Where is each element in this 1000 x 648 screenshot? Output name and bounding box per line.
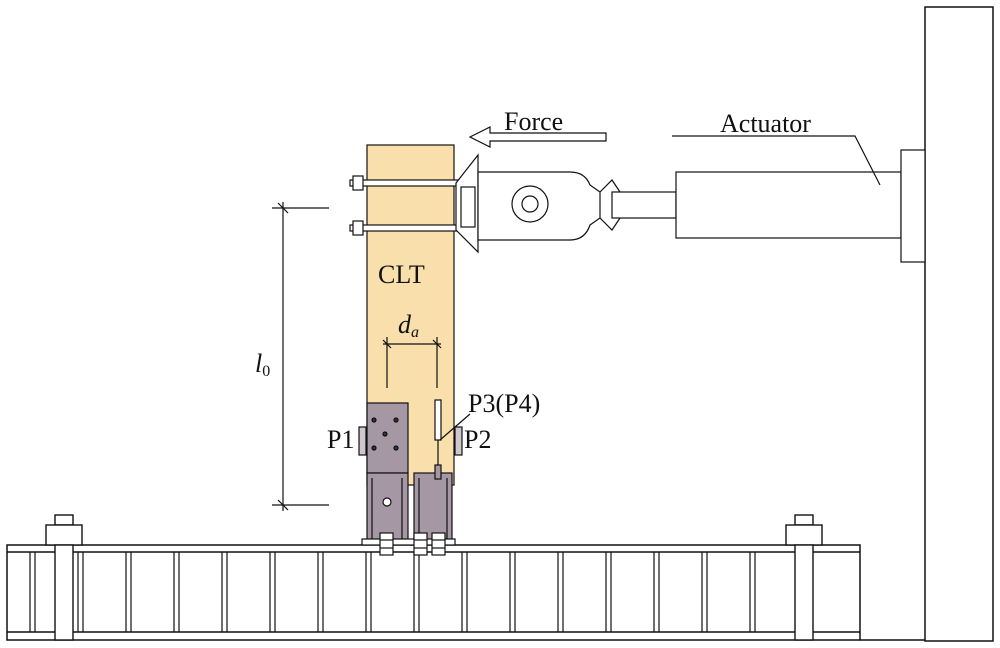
loading-plate-inner [460,186,476,228]
base-beam [6,544,925,641]
force-label: Force [504,107,563,136]
actuator-leader [672,135,881,186]
label-p3-p4: P3(P4) [468,389,540,418]
da-sub: a [411,324,419,341]
da-label: da [398,310,419,341]
actuator-rod [611,191,677,219]
beam-stiffeners [29,552,804,632]
anchor-bolt-left [45,514,83,641]
actuator-body [675,171,902,239]
reaction-wall [924,6,994,642]
l0-main: l [255,349,262,378]
force-arrow [468,126,607,148]
steel-bracket-right [413,472,453,542]
bracket-bolts [379,532,446,556]
l0-sub: 0 [262,363,270,380]
leader-p3-p4 [439,413,471,441]
actuator-label: Actuator [720,109,811,138]
l0-dimension [272,202,329,511]
pin-inner [521,195,539,213]
da-main: d [398,310,412,339]
transducer-p3-p4 [434,399,442,480]
da-dimension [382,337,442,388]
anchor-bolt-right [785,514,823,641]
steel-bracket-left [366,402,409,542]
transducer-p2 [454,426,463,456]
l0-label: l0 [255,349,270,380]
actuator-flange [900,149,926,263]
transducer-p1 [358,426,367,456]
clt-label: CLT [378,260,425,289]
base-plate [361,538,456,546]
actuator-rod-taper [599,179,621,231]
label-p2: P2 [464,425,491,454]
label-p1: P1 [327,425,354,454]
